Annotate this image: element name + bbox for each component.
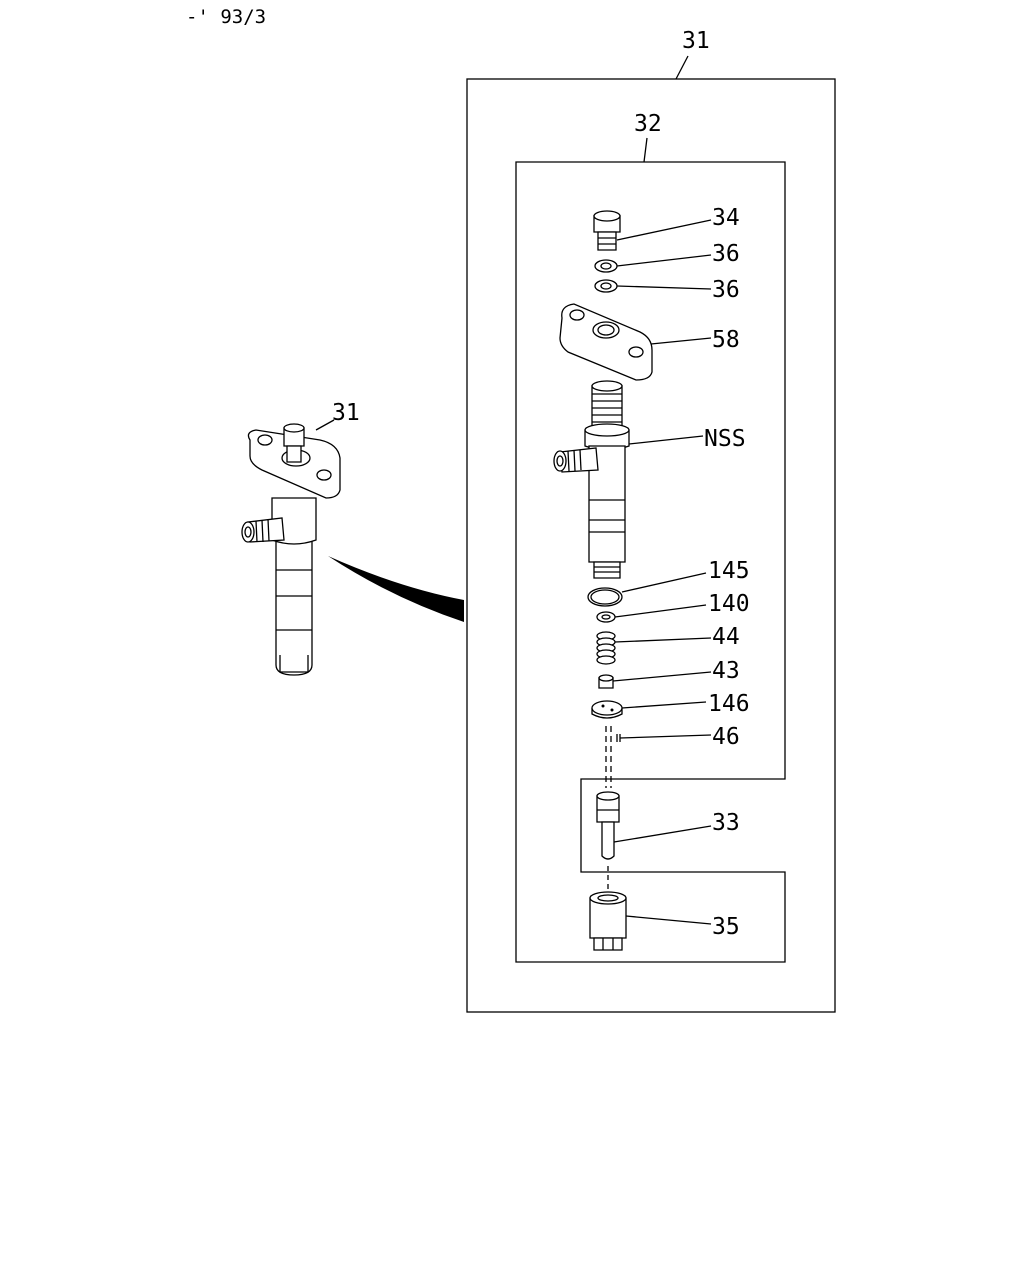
label-140[interactable]: 140	[708, 591, 750, 617]
leader-58	[650, 337, 712, 345]
leader-43	[612, 671, 712, 682]
leader-146	[621, 701, 707, 709]
spring-part[interactable]	[596, 631, 616, 665]
leader-31	[675, 55, 689, 80]
nozzle-holder-body-part[interactable]	[553, 380, 630, 579]
leader-44	[614, 637, 712, 643]
push-rod-part[interactable]	[598, 674, 614, 689]
pin-part[interactable]	[616, 734, 621, 742]
o-ring-part[interactable]	[587, 587, 623, 607]
label-58[interactable]: 58	[712, 327, 740, 353]
label-146[interactable]: 146	[708, 691, 750, 717]
nozzle-part[interactable]	[596, 791, 620, 860]
label-31-overview[interactable]: 31	[332, 400, 360, 426]
holder-flange-part[interactable]	[559, 303, 653, 381]
leader-32	[643, 137, 648, 163]
label-36-lower[interactable]: 36	[712, 277, 740, 303]
label-145[interactable]: 145	[708, 558, 750, 584]
label-nss[interactable]: NSS	[704, 426, 746, 452]
subassembly-box-32	[515, 161, 786, 963]
washer-lower-part[interactable]	[594, 279, 618, 293]
leader-36-upper	[616, 254, 712, 267]
shim-part[interactable]	[596, 611, 616, 623]
label-32[interactable]: 32	[634, 111, 662, 137]
leader-145	[621, 572, 707, 593]
label-34[interactable]: 34	[712, 205, 740, 231]
injector-overview-drawing[interactable]	[241, 423, 341, 676]
label-44[interactable]: 44	[712, 624, 740, 650]
label-35[interactable]: 35	[712, 914, 740, 940]
label-33[interactable]: 33	[712, 810, 740, 836]
retaining-nut-part[interactable]	[589, 891, 627, 951]
label-43[interactable]: 43	[712, 658, 740, 684]
assembly-box-31	[466, 78, 836, 1013]
leader-140	[614, 604, 707, 618]
washer-upper-part[interactable]	[594, 259, 618, 273]
leader-46	[619, 734, 712, 739]
header-code: -' 93/3	[186, 6, 266, 28]
leader-35	[625, 915, 712, 925]
label-46[interactable]: 46	[712, 724, 740, 750]
leader-34	[616, 219, 712, 241]
bolt-part[interactable]	[593, 210, 621, 251]
leader-36-lower	[616, 285, 712, 290]
spacer-part[interactable]	[591, 700, 623, 719]
label-36-upper[interactable]: 36	[712, 241, 740, 267]
leader-33	[613, 825, 712, 843]
leader-nss	[628, 435, 704, 445]
leader-31-overview	[315, 419, 335, 431]
label-31[interactable]: 31	[682, 28, 710, 54]
callout-arrow	[328, 556, 464, 622]
